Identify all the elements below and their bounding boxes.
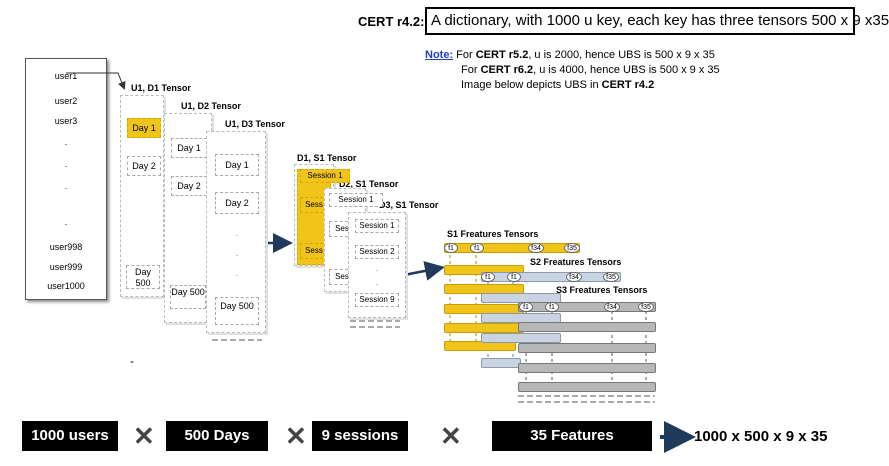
feature-label: f1 [481, 272, 495, 282]
feature-tensor-title: S1 Freatures Tensors [447, 229, 539, 239]
day-cell: Day 2 [127, 156, 161, 176]
user-item: user3 [54, 116, 78, 126]
times-icon: ✕ [285, 421, 307, 451]
session-tensor-title: D3, S1 Tensor [379, 200, 439, 210]
feature-bar [518, 302, 656, 312]
feature-label: f35 [603, 272, 619, 282]
user-item: . [64, 217, 68, 227]
feature-label: f34 [566, 272, 582, 282]
session-cell: Session 9 [355, 293, 399, 307]
day-tensor-title: U1, D3 Tensor [225, 119, 285, 129]
note-line-1: Note: For CERT r5.2, u is 2000, hence UB… [425, 49, 715, 61]
session-tensor-title: D2, S1 Tensor [339, 179, 399, 189]
session-tensor-title: D1, S1 Tensor [297, 153, 357, 163]
feature-label: f1 [519, 302, 533, 312]
day-tensor-panel: Day 1 Day 2 [120, 95, 164, 297]
session-cell: Session 1 [355, 219, 399, 233]
day-cell: Day 500 [126, 265, 160, 289]
user-item: user2 [54, 96, 78, 106]
stray-mark: - [130, 354, 134, 368]
user-item: user999 [49, 262, 83, 272]
feature-label: f35 [564, 243, 580, 253]
result-text: 1000 x 500 x 9 x 35 [694, 428, 828, 445]
day-cell: Day 1 [215, 154, 259, 176]
day-cell: Day 2 [215, 192, 259, 214]
note-line-2: For CERT r6.2, u is 4000, hence UBS is 5… [461, 64, 720, 76]
note-label: Note: [425, 49, 454, 61]
session-to-feature-arrow [403, 261, 445, 281]
cert-description: A dictionary, with 1000 u key, each key … [425, 7, 889, 35]
cert-label: CERT r4.2: [358, 14, 425, 29]
session-cell: Session 1 [300, 169, 350, 183]
user-item: user1000 [47, 281, 85, 291]
day-cell: Day 500 [215, 297, 259, 325]
user-item: . [64, 181, 68, 191]
times-icon: ✕ [440, 421, 462, 451]
day-cell: Day 1 [127, 118, 161, 138]
feature-label: f35 [638, 302, 654, 312]
user-item: . [64, 137, 68, 147]
feature-bar [444, 243, 580, 253]
user-item: user1 [54, 71, 78, 81]
features-count-box: 35 Features [492, 421, 652, 451]
feature-tensor-title: S2 Freatures Tensors [530, 257, 622, 267]
user-item: user998 [49, 242, 83, 252]
day-cell: Day 2 [171, 176, 207, 196]
note-block: Note: For CERT r5.2, u is 2000, hence UB… [425, 48, 720, 93]
days-count-box: 500 Days [166, 421, 268, 451]
feature-label: f1 [507, 272, 521, 282]
users-list: user1 user2 user3 . . . . user998 user99… [25, 58, 107, 300]
feature-label: f1 [444, 243, 458, 253]
session-cell: Session 1 [329, 193, 383, 207]
feature-label: f34 [604, 302, 620, 312]
session-cell: Session 2 [355, 245, 399, 259]
feature-label: f1 [470, 243, 484, 253]
feature-tensor-title: S3 Freatures Tensors [556, 285, 648, 295]
session-tensor-panel: Session 1 Session 2 . . Session 9 [348, 212, 406, 318]
day-cell: Day 500 [170, 285, 206, 309]
day-tensor-title: U1, D1 Tensor [131, 83, 191, 93]
times-icon: ✕ [133, 421, 155, 451]
feature-label: f34 [528, 243, 544, 253]
day-tensor-title: U1, D2 Tensor [181, 101, 241, 111]
note-line-3: Image below depicts UBS in CERT r4.2 [461, 79, 655, 91]
day-cell: Day 1 [171, 138, 207, 158]
session-cell: Sess [300, 197, 328, 213]
user1-arrow [66, 72, 126, 90]
feature-bar [481, 272, 621, 282]
sessions-count-box: 9 sessions [312, 421, 408, 451]
users-count-box: 1000 users [22, 421, 118, 451]
user-item: . [64, 159, 68, 169]
day-tensor-panel: Day 1 Day 2 . . . Day 500 [206, 131, 266, 333]
feature-label: f1 [545, 302, 559, 312]
